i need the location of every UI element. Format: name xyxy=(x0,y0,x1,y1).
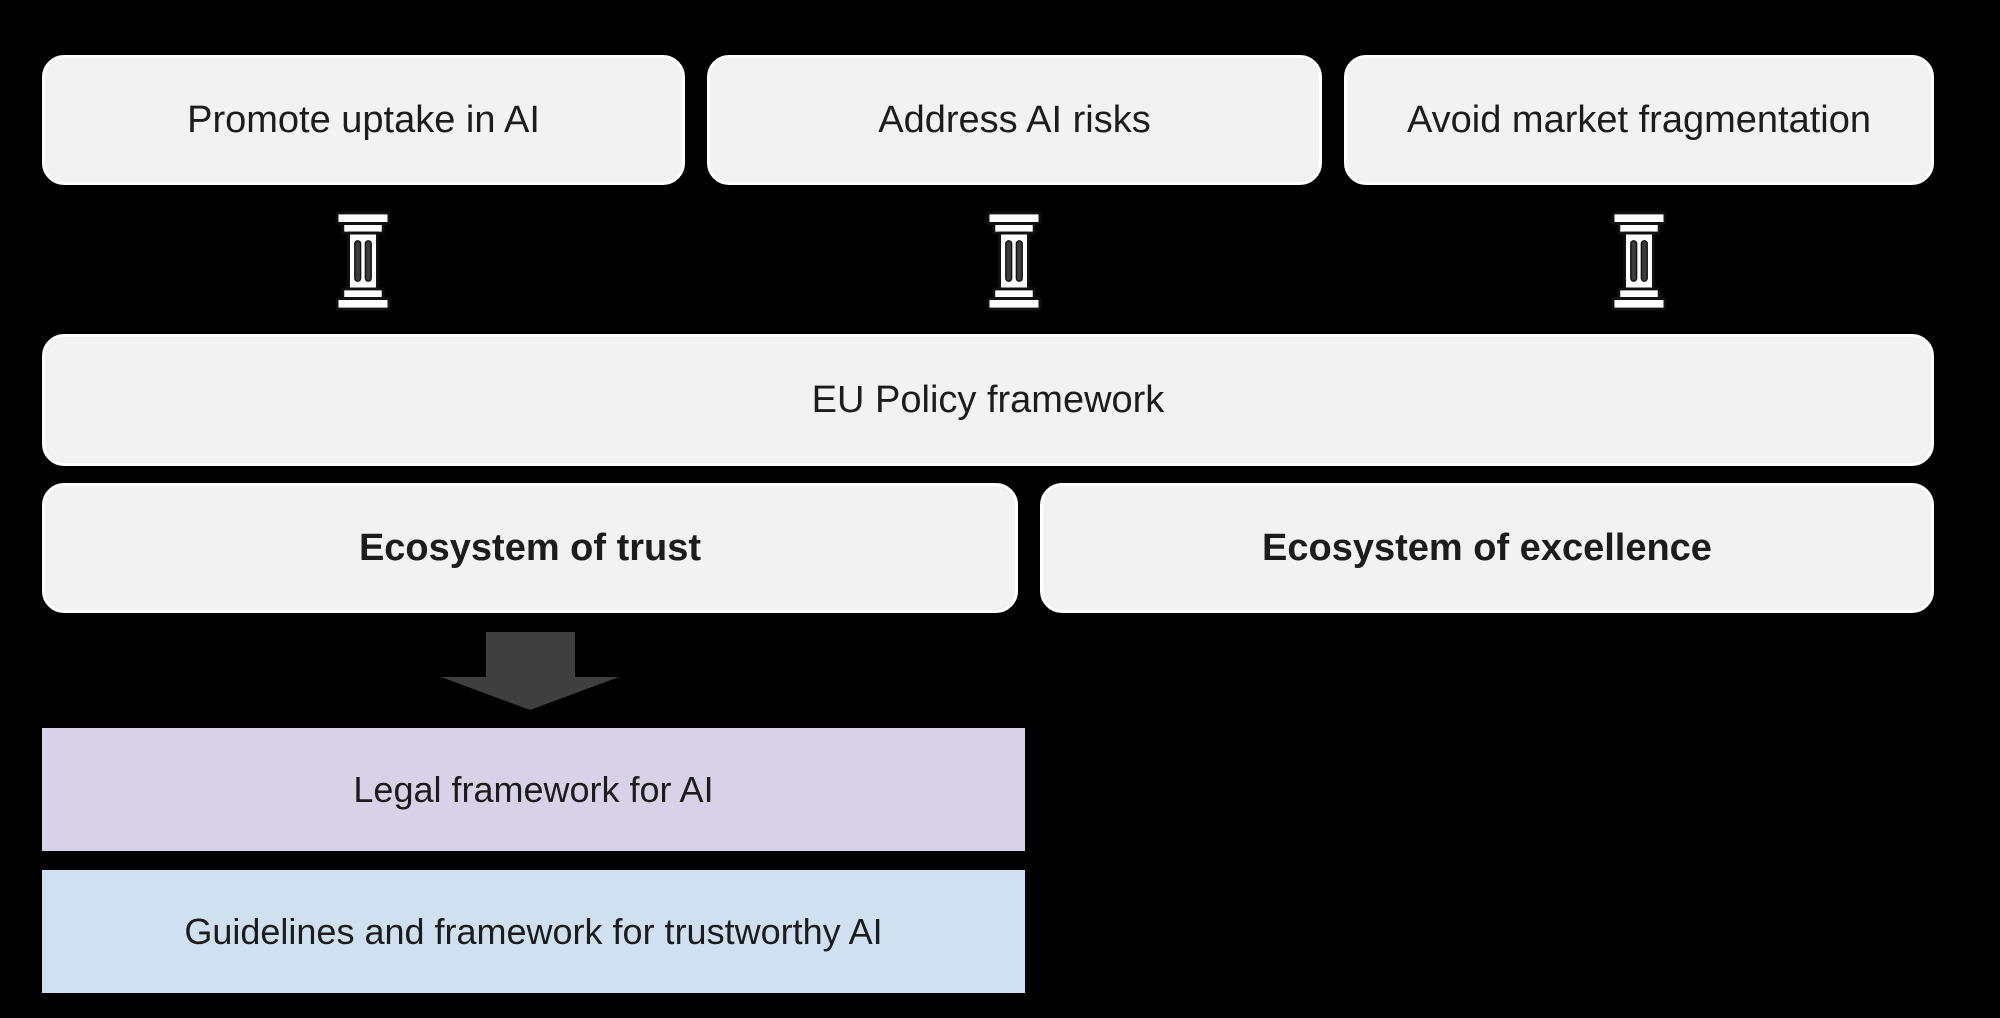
guidelines-framework-box: Guidelines and framework for trustworthy… xyxy=(42,870,1025,993)
down-arrow-icon xyxy=(441,632,619,710)
ecosystem-label: Ecosystem of trust xyxy=(358,526,702,569)
legal-framework-label: Legal framework for AI xyxy=(353,768,714,810)
ecosystem-of-trust-box: Ecosystem of trust xyxy=(42,483,1018,613)
ecosystem-label: Ecosystem of excellence xyxy=(1262,526,1712,569)
goal-label: Avoid market fragmentation xyxy=(1407,98,1871,141)
ecosystem-of-excellence-box: Ecosystem of excellence xyxy=(1040,483,1934,613)
eu-policy-framework-label: EU Policy framework xyxy=(811,378,1165,421)
goal-box-address-risks: Address AI risks xyxy=(707,55,1322,185)
goal-label: Address AI risks xyxy=(878,98,1151,141)
eu-policy-framework-box: EU Policy framework xyxy=(42,334,1934,466)
goal-label: Promote uptake in AI xyxy=(187,98,540,141)
goal-box-avoid-fragmentation: Avoid market fragmentation xyxy=(1344,55,1934,185)
pillar-icon xyxy=(1611,211,1667,311)
legal-framework-box: Legal framework for AI xyxy=(42,728,1025,851)
guidelines-framework-label: Guidelines and framework for trustworthy… xyxy=(184,910,883,952)
goal-box-promote-uptake: Promote uptake in AI xyxy=(42,55,685,185)
pillar-icon xyxy=(335,211,391,311)
pillar-icon xyxy=(986,211,1042,311)
